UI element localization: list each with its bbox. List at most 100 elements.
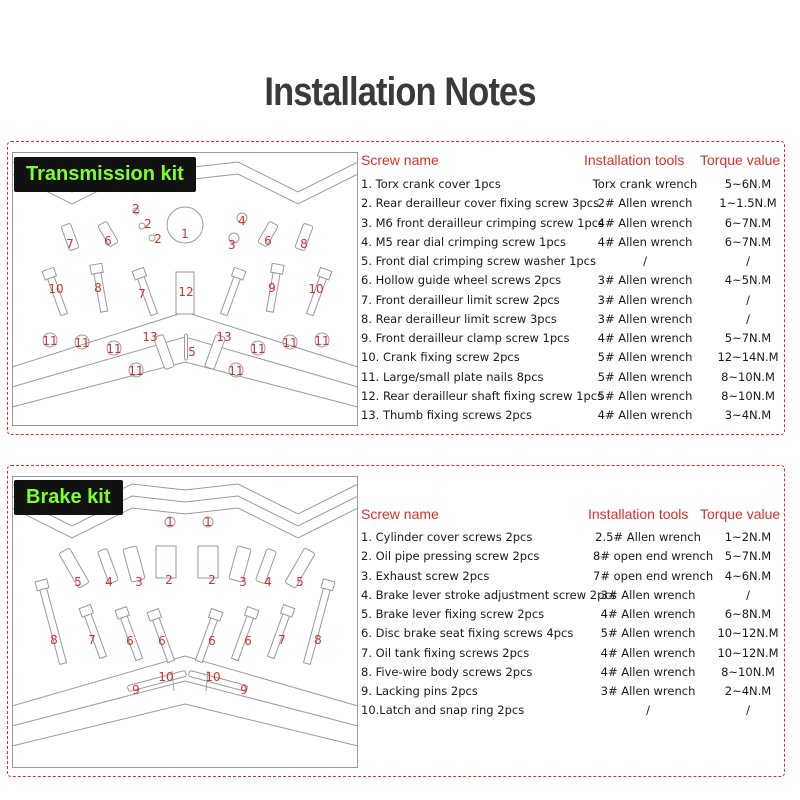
- installation-tool-cell: 7# open end wrench: [593, 568, 714, 583]
- part-callout: 6: [264, 234, 272, 248]
- table-row: 8. Rear derailleur limit screw 3pcs 3# Al…: [360, 312, 784, 331]
- screw-name-cell: 8. Five-wire body screws 2pcs: [361, 664, 533, 679]
- torque-value-cell: 5~7N.M: [724, 549, 772, 564]
- torque-value-cell: 2~4N.M: [724, 684, 772, 698]
- installation-tool-cell: 5# Allen wrench: [597, 388, 693, 403]
- table-row: 2. Rear derailleur cover fixing screw 3p…: [360, 196, 784, 215]
- screw-slot: [41, 266, 69, 317]
- screw-slot: [294, 223, 314, 251]
- part-callout: 1: [166, 515, 174, 529]
- screw-slot: [197, 545, 219, 579]
- part-callout: 6: [104, 234, 112, 248]
- part-callout: 6: [126, 634, 134, 648]
- screw-slot: [128, 362, 144, 378]
- part-callout: 7: [66, 237, 74, 251]
- tray-chevron-line: [12, 361, 358, 408]
- part-callout: 11: [128, 364, 143, 378]
- screw-slot: [302, 578, 336, 666]
- installation-tool-cell: 3# Allen wrench: [600, 684, 696, 698]
- part-callout: 10: [308, 282, 323, 296]
- torque-value-cell: 10~12N.M: [717, 626, 779, 641]
- screw-slot: [265, 262, 285, 313]
- screw-name-cell: 13. Thumb fixing screws 2pcs: [361, 408, 533, 422]
- part-callout: 9: [132, 683, 140, 697]
- installation-tool-cell: 4# Allen wrench: [597, 331, 693, 345]
- torque-value-cell: 5~7N.M: [724, 331, 772, 345]
- part-callout: 10: [48, 282, 63, 296]
- screw-name-cell: 4. Brake lever stroke adjustment screw 2…: [361, 587, 617, 602]
- screw-slot: [228, 232, 240, 244]
- part-callout: 5: [296, 575, 304, 589]
- screw-slot: [148, 234, 156, 242]
- screw-slot: [166, 206, 204, 244]
- torque-value-cell: 8~10N.M: [721, 388, 775, 403]
- torque-value-cell: /: [746, 254, 750, 268]
- installation-tool-cell: Torx crank wrench: [592, 177, 698, 191]
- part-callout: 4: [238, 214, 246, 228]
- torque-value-cell: 6~7N.M: [724, 215, 772, 230]
- screw-slot: [236, 212, 248, 224]
- torque-value-cell: 12~14N.M: [717, 350, 779, 365]
- part-callout: 11: [228, 364, 243, 378]
- screw-slot: [230, 605, 260, 662]
- screw-slot: [97, 221, 119, 247]
- header-installation-tools: Installation tools: [584, 152, 685, 168]
- screw-slot: [59, 547, 89, 589]
- part-callout: 10: [158, 670, 173, 684]
- part-callout: 8: [300, 237, 308, 251]
- screw-slot: [153, 334, 175, 370]
- screw-name-cell: 4. M5 rear dial crimping screw 1pcs: [361, 234, 566, 249]
- installation-tool-cell: 5# Allen wrench: [600, 626, 696, 641]
- torque-value-cell: 5~6N.M: [724, 177, 772, 191]
- table-row: 5. Front dial crimping screw washer 1pcs…: [360, 254, 784, 273]
- part-callout: 6: [158, 634, 166, 648]
- screw-slot: [175, 271, 195, 315]
- screw-slot: [74, 334, 90, 350]
- screw-slot: [131, 266, 159, 317]
- part-callout: 2: [208, 573, 216, 587]
- screw-slot: [97, 548, 119, 584]
- installation-tool-cell: 2.5# Allen wrench: [595, 530, 701, 544]
- part-callout: 2: [154, 232, 162, 246]
- part-callout: 4: [105, 575, 113, 589]
- part-callout: 7: [278, 633, 286, 647]
- screw-slot: [228, 362, 244, 378]
- part-callout: 11: [106, 342, 121, 356]
- screw-slot: [285, 547, 315, 589]
- screw-slot: [42, 332, 58, 348]
- screw-slot: [228, 545, 252, 583]
- part-callout: 11: [42, 334, 57, 348]
- screw-slot: [34, 578, 68, 666]
- tray-chevron-line: [12, 680, 358, 727]
- screw-name-cell: 1. Torx crank cover 1pcs: [361, 177, 501, 191]
- torque-value-cell: /: [746, 311, 750, 326]
- screw-slot: [305, 266, 333, 317]
- table-row: 1. Torx crank cover 1pcs Torx crank wrenc…: [360, 177, 784, 196]
- part-callout: 9: [268, 281, 276, 295]
- screw-slot: [255, 548, 277, 584]
- transmission-kit-label: Transmission kit: [14, 157, 196, 192]
- part-callout: 12: [178, 285, 193, 299]
- screw-slot: [155, 545, 177, 579]
- tray-chevron-line: [12, 495, 358, 527]
- installation-tool-cell: 3# Allen wrench: [597, 273, 693, 288]
- part-callout: 1: [204, 515, 212, 529]
- screw-name-cell: 8. Rear derailleur limit screw 3pcs: [361, 311, 557, 326]
- installation-tool-cell: 2# Allen wrench: [597, 196, 693, 211]
- screw-slot: [266, 603, 296, 660]
- installation-tool-cell: 3# Allen wrench: [597, 311, 693, 326]
- part-callout: 13: [216, 330, 231, 344]
- torque-value-cell: /: [746, 292, 750, 307]
- table-row: 10.Latch and snap ring 2pcs//: [360, 703, 784, 722]
- torque-value-cell: 8~10N.M: [721, 664, 775, 679]
- screw-slot: [202, 516, 214, 528]
- screw-name-cell: 1. Cylinder cover screws 2pcs: [361, 530, 533, 544]
